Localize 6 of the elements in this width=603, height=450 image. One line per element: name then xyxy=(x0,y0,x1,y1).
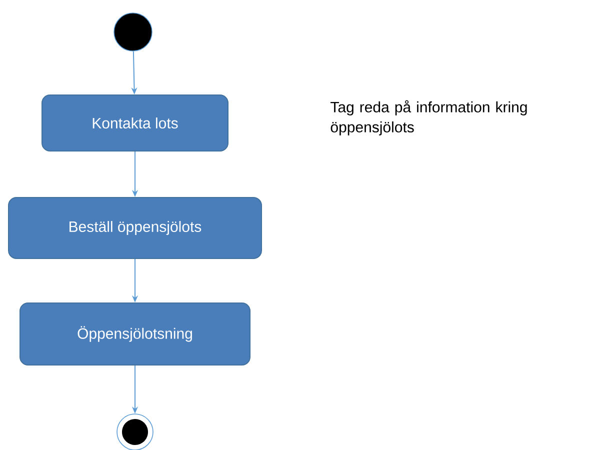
activity-box: Beställ öppensjölots xyxy=(8,197,262,259)
activity-box: Öppensjölotsning xyxy=(20,302,250,366)
activity-box: Kontakta lots xyxy=(42,94,228,152)
note-text: Tag reda på information kring öppensjölots xyxy=(330,100,527,136)
start-node xyxy=(114,12,152,52)
end-node xyxy=(116,414,154,450)
